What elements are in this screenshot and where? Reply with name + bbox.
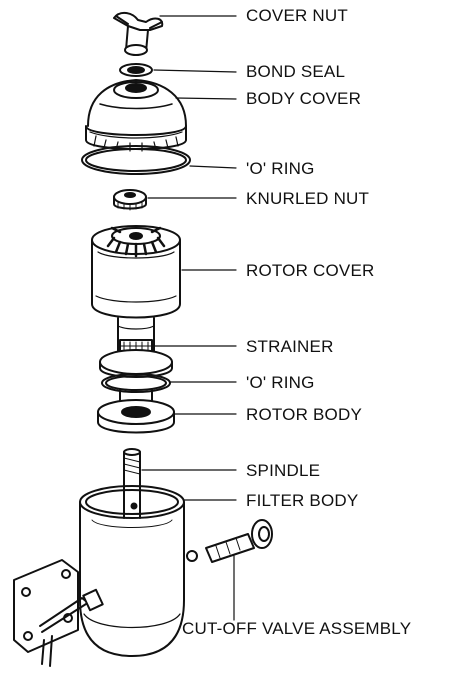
label-o-ring-upper: 'O' RING [246,159,315,178]
filter-body-part [79,485,185,657]
cover-nut-part [113,12,164,56]
leader-lines [141,15,237,621]
rotor-flange-part [99,349,173,378]
o-ring-lower-part [101,373,171,393]
label-o-ring-lower: 'O' RING [246,373,315,392]
o-ring-upper-part [81,145,191,175]
label-cut-off-valve-assembly: CUT-OFF VALVE ASSEMBLY [182,619,412,638]
label-knurled-nut: KNURLED NUT [246,189,370,208]
label-filter-body: FILTER BODY [246,491,359,510]
spindle-part [123,448,141,519]
inlet-flange-part [13,559,104,667]
body-cover-part [85,79,187,152]
label-strainer: STRAINER [246,337,334,356]
rotor-body-part [97,389,175,434]
label-cover-nut: COVER NUT [246,6,348,25]
knurled-nut-part [113,189,147,211]
cut-off-valve-part [186,519,273,563]
label-bond-seal: BOND SEAL [246,62,346,81]
label-body-cover: BODY COVER [246,89,362,108]
bond-seal-part [119,63,153,77]
label-rotor-cover: ROTOR COVER [246,261,375,280]
label-rotor-body: ROTOR BODY [246,405,362,424]
rotor-cover-part [91,225,181,319]
label-spindle: SPINDLE [246,461,321,480]
